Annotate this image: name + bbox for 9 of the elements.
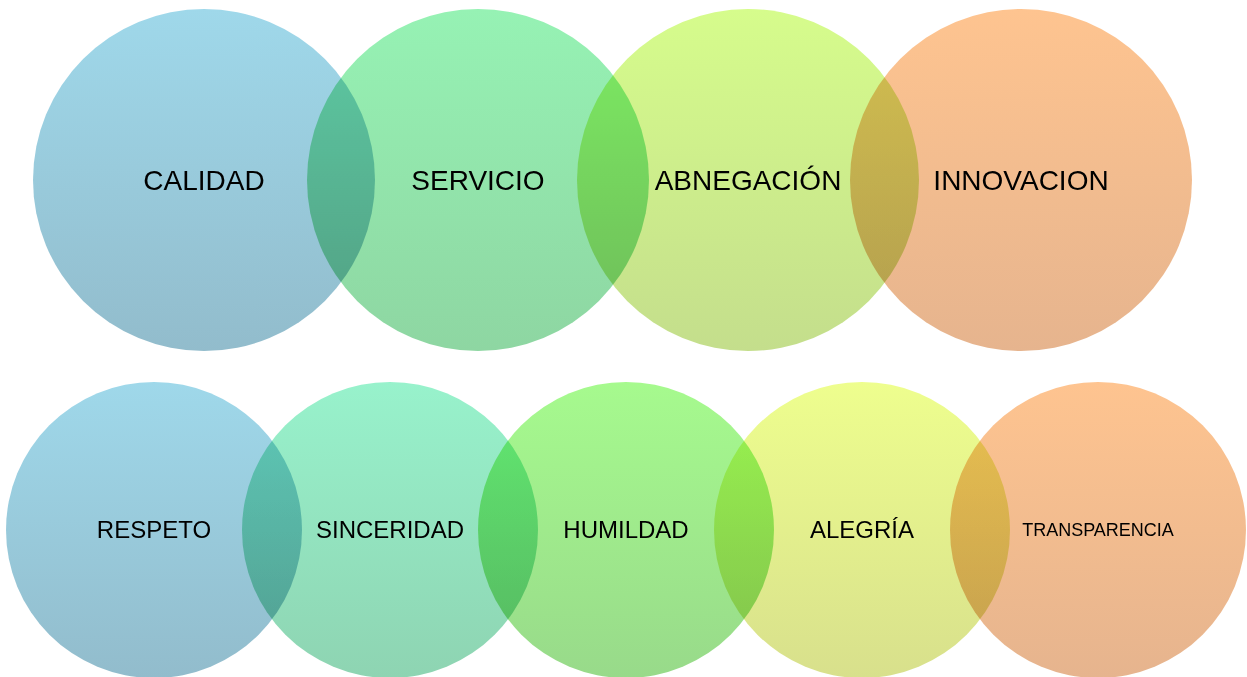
value-label: TRANSPARENCIA: [1022, 518, 1174, 542]
value-label: CALIDAD: [143, 162, 265, 198]
value-label: ALEGRÍA: [810, 515, 914, 545]
value-label: SERVICIO: [411, 162, 545, 198]
value-label: ABNEGACIÓN: [654, 162, 842, 198]
value-label: INNOVACION: [933, 162, 1109, 198]
value-label: HUMILDAD: [563, 515, 689, 545]
value-label: RESPETO: [96, 515, 212, 545]
value-label: SINCERIDAD: [316, 515, 464, 545]
